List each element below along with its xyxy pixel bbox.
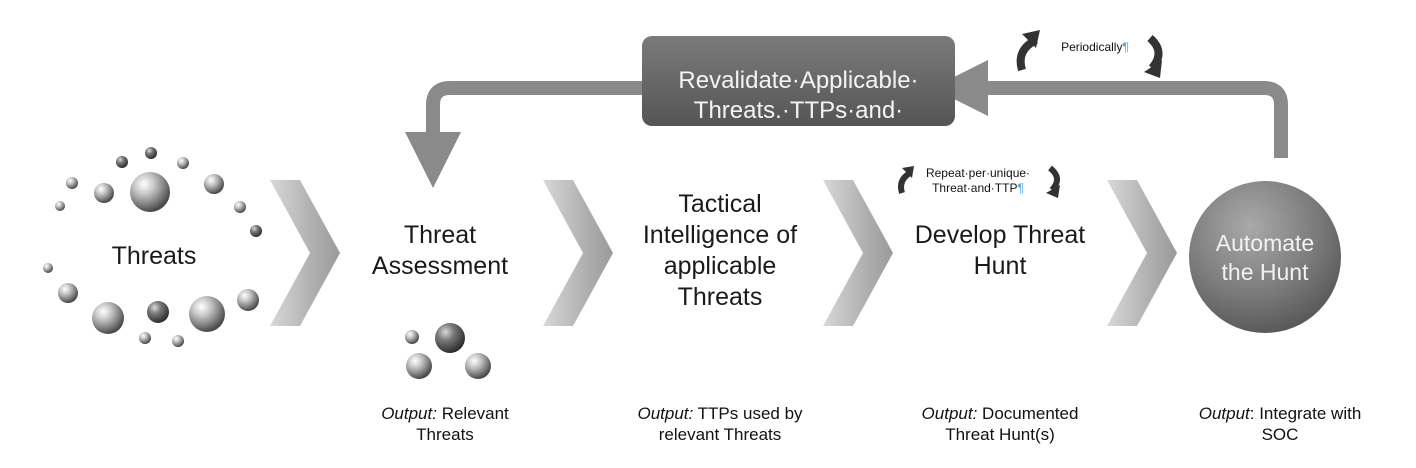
chevron-arrow-2 bbox=[543, 180, 613, 326]
revalidate-box-line1: Revalidate·Applicable· bbox=[678, 67, 919, 94]
repeat-cycle-icon bbox=[898, 165, 1060, 198]
periodically-note: Periodically¶ bbox=[1061, 40, 1129, 54]
stage-threat-assessment-title: Threat Assessment bbox=[371, 221, 509, 280]
stage-tactical-intelligence-title: Tactical Intelligence of applicable Thre… bbox=[642, 190, 798, 311]
revalidate-box bbox=[642, 36, 955, 126]
chevron-arrow-3 bbox=[823, 180, 893, 326]
revalidate-box-line2: Threats.·TTPs·and· bbox=[693, 97, 904, 124]
assessment-spheres bbox=[405, 323, 491, 379]
automate-circle bbox=[1189, 181, 1341, 333]
stage-develop-threat-hunt-title: Develop Threat Hunt bbox=[914, 221, 1086, 280]
chevron-arrow-4 bbox=[1107, 180, 1177, 326]
periodically-cycle-icon bbox=[1016, 30, 1163, 78]
repeat-note: Repeat·per·unique· Threat·and·TTP¶ bbox=[925, 166, 1031, 195]
feedback-arrow-right bbox=[932, 59, 1288, 158]
stage-tactical-intelligence-output: Output: TTPs used by relevant Threats bbox=[637, 404, 803, 444]
threat-spheres bbox=[43, 147, 262, 347]
stage-automate-hunt-title: Automate the Hunt bbox=[1215, 230, 1315, 285]
feedback-arrow-left bbox=[405, 81, 642, 188]
chevron-arrow-1 bbox=[270, 180, 340, 326]
stage-develop-threat-hunt-output: Output: Documented Threat Hunt(s) bbox=[921, 404, 1079, 444]
threats-label: Threats bbox=[111, 242, 197, 270]
stage-threat-assessment-output: Output: Relevant Threats bbox=[381, 404, 509, 444]
stage-automate-hunt-output: Output: Integrate with SOC bbox=[1198, 404, 1362, 444]
